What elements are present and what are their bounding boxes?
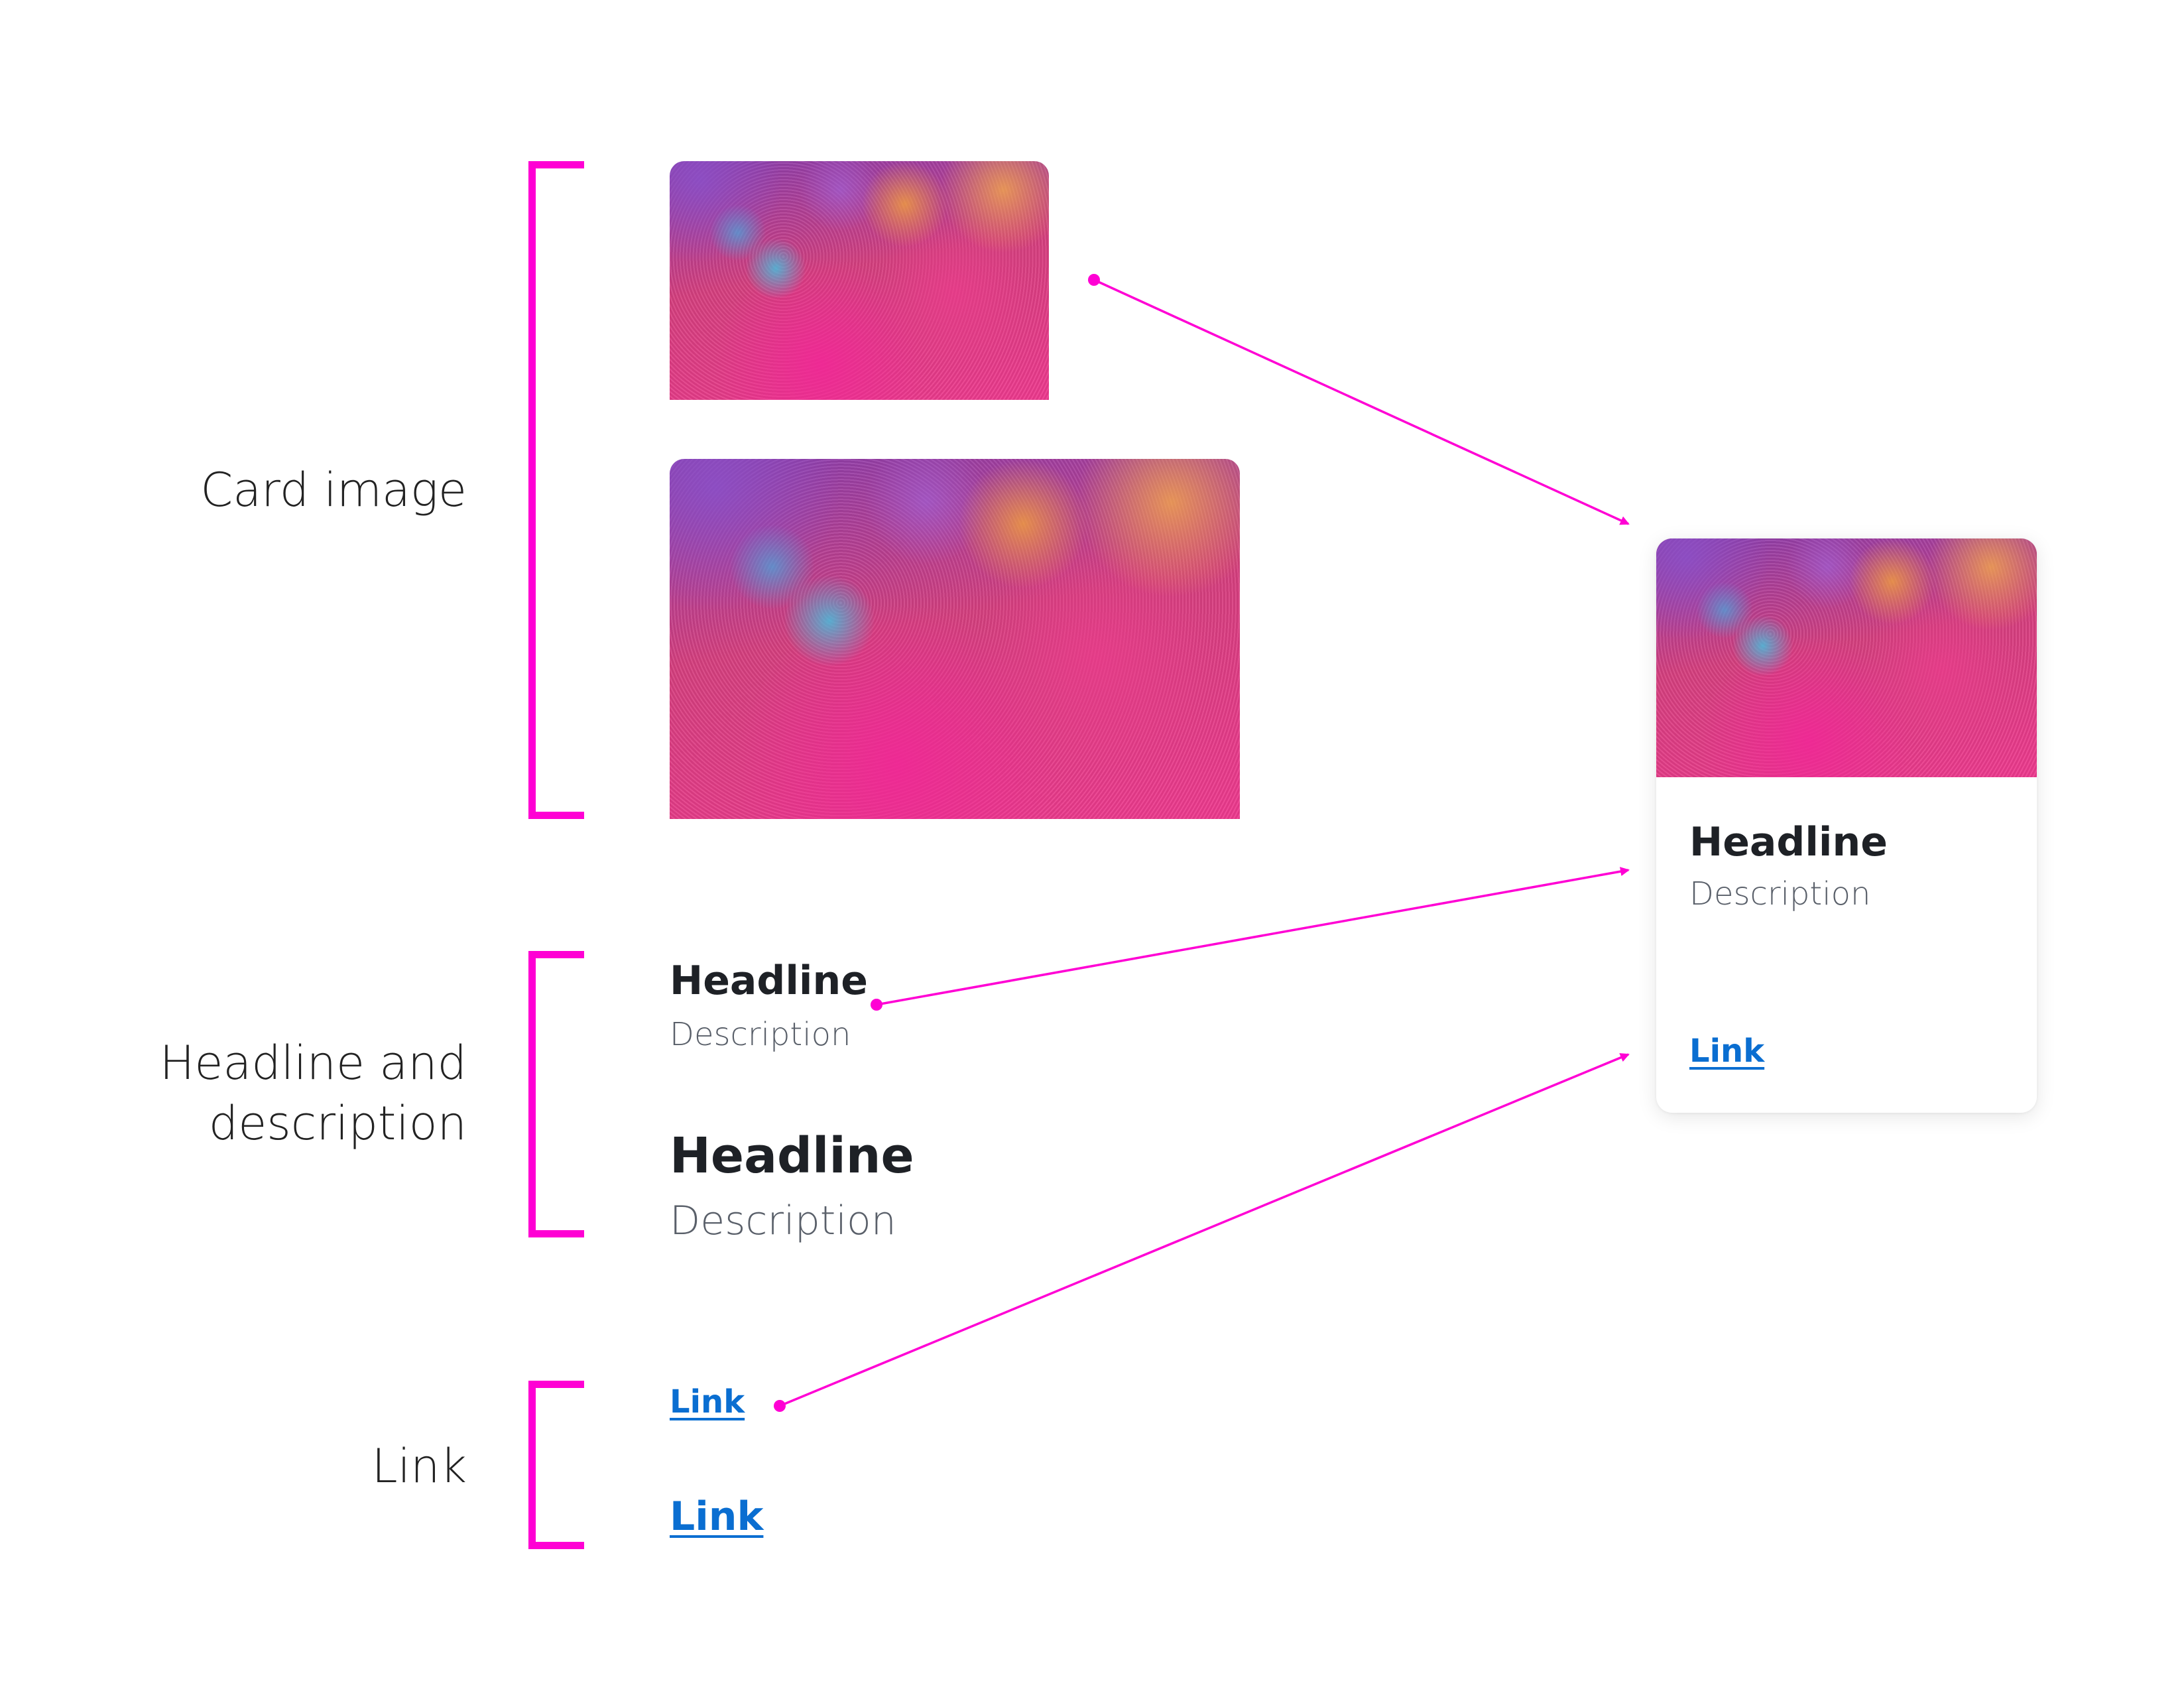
card: Headline Description Link [1656, 538, 2037, 1113]
headline-small: Headline [670, 958, 868, 1004]
description-small: Description [670, 1016, 851, 1053]
headline-description-bracket [528, 951, 584, 1237]
card-description: Description [1689, 875, 1871, 913]
card-image [1656, 538, 2037, 777]
link-small[interactable]: Link [670, 1383, 745, 1420]
card-link[interactable]: Link [1689, 1033, 1765, 1070]
arrow-headline-to-card [871, 867, 1630, 1011]
headline-description-label: Headline and description [159, 1036, 467, 1151]
link-label: Link [371, 1439, 467, 1493]
link-bracket [528, 1381, 584, 1549]
card-image-label: Card image [200, 463, 467, 517]
arrow-link-to-card [774, 1053, 1630, 1412]
card-image-large [670, 459, 1240, 819]
card-headline: Headline [1689, 819, 1888, 865]
headline-large: Headline [670, 1127, 914, 1184]
link-large[interactable]: Link [670, 1493, 764, 1540]
card-image-bracket [528, 161, 584, 819]
description-large: Description [670, 1198, 896, 1244]
card-image-small [670, 161, 1049, 400]
arrow-image-to-card [1088, 274, 1630, 525]
